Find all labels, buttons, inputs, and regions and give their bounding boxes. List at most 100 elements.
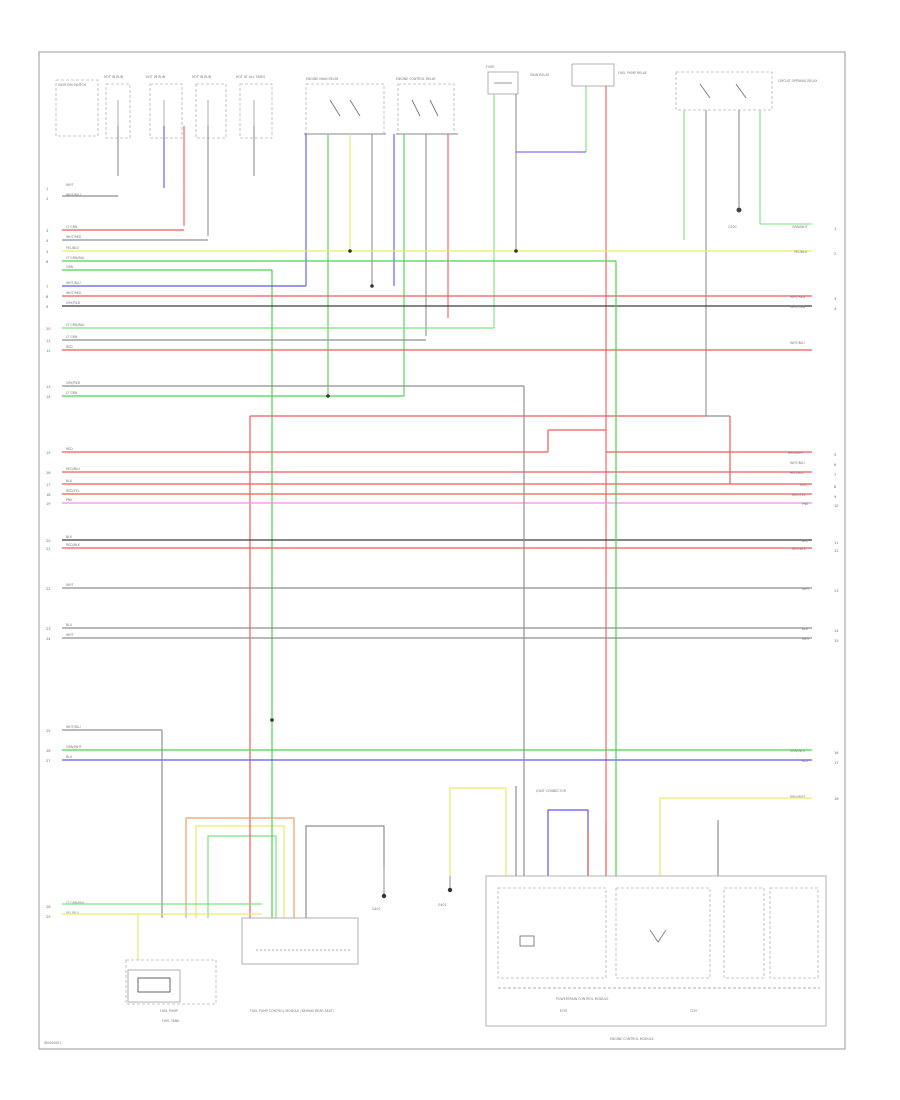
svg-text:1: 1 (46, 187, 48, 191)
top-label-5: ENGINE MAIN RELAY (306, 77, 338, 81)
diagram-frame (38, 51, 846, 1050)
svg-text:21: 21 (46, 547, 51, 551)
svg-text:16: 16 (834, 751, 839, 755)
bottom-label-6: POWERTRAIN CONTROL MODULE (556, 997, 609, 1001)
svg-text:12: 12 (46, 349, 51, 353)
svg-text:9: 9 (46, 305, 49, 309)
top-label-3: HOT IN RUN (192, 75, 212, 79)
bottom-label-4: G402 (438, 903, 447, 907)
bottom-label-0: FUEL PUMP (160, 1009, 178, 1013)
svg-text:7: 7 (834, 473, 836, 477)
left-wire-15: RED (66, 447, 73, 451)
horizontal-bus-wires (62, 195, 812, 820)
left-wire-22: WHT (66, 583, 74, 587)
right-wire-5: BRN/WHT (788, 451, 803, 455)
left-wire-4: YEL/BLU (66, 246, 80, 250)
top-label-13: JOINT CONNECTOR (535, 789, 567, 793)
fuel-pump-relay: FUEL PUMP RELAY (571, 63, 647, 87)
left-wire-5: LT GRN/BLK (66, 256, 85, 260)
svg-text:26: 26 (46, 749, 51, 753)
bottom-label-2: FUEL PUMP CONTROL MODULE (BEHIND REAR SE… (250, 1009, 334, 1013)
ground-g401: G401 (372, 866, 387, 911)
right-wire-17: BLU (802, 759, 809, 763)
svg-text:14: 14 (834, 629, 839, 633)
right-wire-4: WHT/BLU (790, 341, 805, 345)
svg-text:27: 27 (46, 759, 51, 763)
right-wire-3: WHT/RED (790, 305, 806, 309)
svg-text:14: 14 (46, 395, 51, 399)
left-wire-26: GRN/WHT (66, 745, 82, 749)
left-wire-14: LT GRN (66, 391, 78, 395)
right-wire-18: BRN/WHT (790, 795, 805, 799)
svg-text:8: 8 (834, 485, 837, 489)
bottom-label-5: ENGINE CONTROL MODULE (610, 1037, 654, 1041)
left-wire-29: YEL/BLU (66, 911, 80, 915)
left-wire-19: PNK (66, 498, 73, 502)
svg-text:15: 15 (46, 451, 51, 455)
svg-text:28: 28 (46, 905, 51, 909)
left-wire-labels: WHT WHT/BLU LT GRN WHT/RED YEL/BLU LT GR… (66, 183, 85, 915)
svg-text:19: 19 (46, 502, 51, 506)
engine-control-relay: ENGINE CONTROL RELAY (396, 77, 458, 135)
fuel-pump-control-module: FUEL PUMP CONTROL MODULE (BEHIND REAR SE… (241, 917, 359, 1013)
top-label-7: FUSE (486, 65, 494, 69)
left-wire-18: RED/YEL (66, 489, 80, 493)
junction-dots (270, 249, 518, 722)
svg-text:5: 5 (834, 453, 836, 457)
ignition-switch-label: IGNITION SWITCH (55, 79, 99, 137)
svg-text:23: 23 (46, 627, 51, 631)
svg-text:3: 3 (46, 229, 48, 233)
svg-text:8: 8 (46, 295, 49, 299)
svg-text:10: 10 (46, 327, 51, 331)
top-label-0: IGNITION SWITCH (58, 83, 87, 87)
svg-text:25: 25 (46, 729, 51, 733)
left-wire-3: WHT/RED (66, 235, 82, 239)
svg-text:6: 6 (834, 463, 837, 467)
left-wire-17: BLK (66, 479, 73, 483)
bottom-label-7: ECM (560, 1009, 567, 1013)
svg-text:10: 10 (834, 504, 839, 508)
right-wire-2: WHT/RED (790, 295, 806, 299)
right-wire-16: GRN/WHT (790, 749, 806, 753)
svg-text:3: 3 (834, 297, 836, 301)
left-wire-11: LT GRN (66, 335, 78, 339)
top-label-8: MAIN RELAY (530, 73, 549, 77)
left-wire-28: LT GRN/BLK (66, 901, 85, 905)
left-wire-20: BLK (66, 535, 73, 539)
joint-connector: JOINT CONNECTOR (535, 789, 567, 793)
bottom-label-1: FUEL TANK (162, 1019, 180, 1023)
left-wire-27: BLU (66, 755, 73, 759)
engine-control-module: POWERTRAIN CONTROL MODULE ECM TCM ENGINE… (485, 875, 827, 1041)
right-wire-0: GRN/WHT (792, 225, 808, 229)
left-wire-13: GRY/RED (66, 381, 81, 385)
footer-code: W0000001 (44, 1041, 61, 1045)
left-wire-16: RED/BLU (66, 467, 81, 471)
svg-text:6: 6 (46, 260, 49, 264)
right-wire-12: RED/BLK (792, 547, 807, 551)
svg-text:2: 2 (46, 197, 48, 201)
left-wire-9: GRY/RED (66, 301, 81, 305)
top-component-group: IGNITION SWITCH HOT IN RUN HOT IN RUN HO… (55, 63, 817, 229)
right-wire-labels: GRN/WHT YEL/BLU WHT/RED WHT/RED WHT/BLU … (788, 225, 810, 799)
svg-text:11: 11 (834, 541, 839, 545)
svg-text:22: 22 (46, 587, 51, 591)
left-wire-6: GRN (66, 265, 74, 269)
main-relay-label: MAIN RELAY (530, 73, 549, 77)
ground-g402: G402 (438, 876, 453, 907)
svg-text:13: 13 (834, 589, 839, 593)
left-wire-10: LT GRN/BLK (66, 323, 85, 327)
right-wire-13: WHT (802, 587, 810, 591)
svg-text:4: 4 (46, 239, 49, 243)
right-wire-10: PNK (802, 502, 809, 506)
svg-text:29: 29 (46, 915, 51, 919)
bottom-wires (62, 730, 812, 960)
right-wire-11: BLK (802, 539, 809, 543)
left-wire-23: BLU (66, 623, 73, 627)
top-label-9: FUEL PUMP RELAY (618, 71, 647, 75)
svg-text:5: 5 (46, 250, 48, 254)
left-wire-7: WHT/BLU (66, 281, 81, 285)
top-label-4: HOT AT ALL TIMES (236, 75, 265, 79)
svg-text:20: 20 (46, 539, 51, 543)
top-vertical-wires (117, 86, 812, 820)
